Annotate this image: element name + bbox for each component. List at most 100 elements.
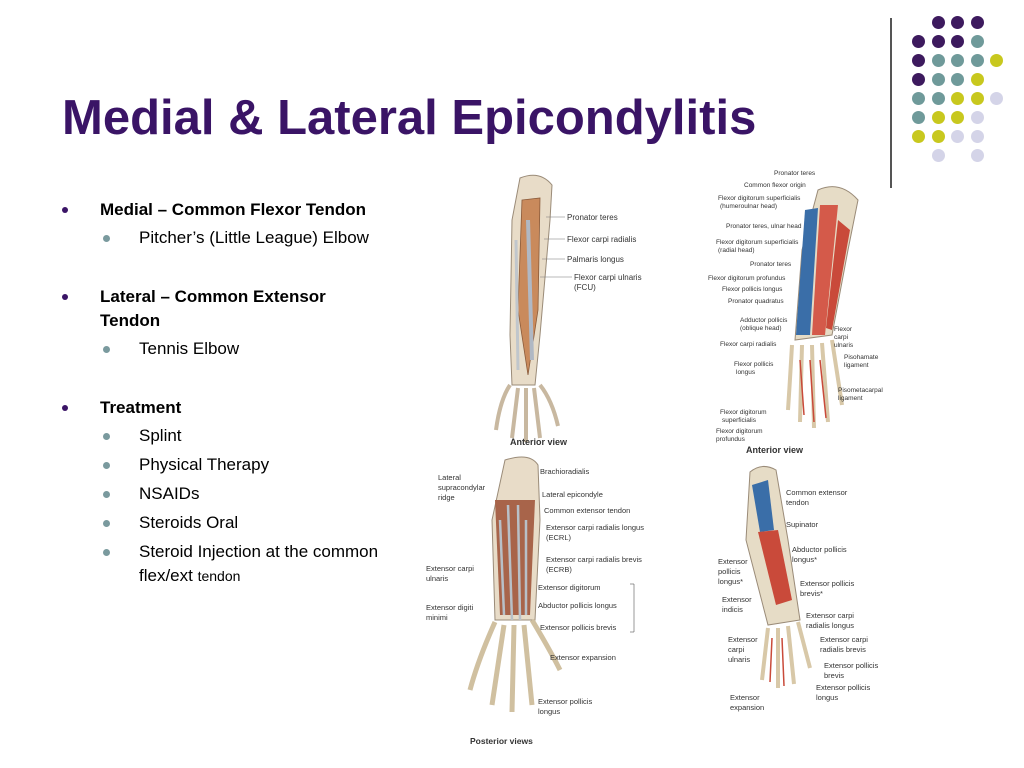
label-ecrb-abbr: (ECRB) bbox=[546, 565, 572, 574]
sub-bullet-nsaids: NSAIDs bbox=[60, 482, 390, 506]
label-epb: Extensor pollicis brevis bbox=[540, 623, 617, 632]
sub-bullet-marker bbox=[103, 491, 110, 498]
label-ecrl-2-sub: radialis longus bbox=[806, 621, 854, 630]
label-fpl: Flexor pollicis longus bbox=[722, 286, 783, 293]
label-flexor-carpi-radialis: Flexor carpi radialis bbox=[567, 235, 636, 244]
label-extensor-b: Extensor bbox=[728, 635, 758, 644]
label-extensor-indicis: Extensor bbox=[722, 595, 752, 604]
decorative-dot bbox=[951, 111, 964, 124]
label-indicis: indicis bbox=[722, 605, 743, 614]
decorative-dot bbox=[931, 73, 945, 86]
label-adductor-pollicis: Adductor pollicis bbox=[740, 317, 788, 324]
label-ridge: ridge bbox=[438, 493, 455, 502]
label-fpl-2: Flexor pollicis bbox=[734, 361, 774, 368]
sub-bullet-marker bbox=[103, 549, 110, 556]
caption-posterior-views: Posterior views bbox=[470, 736, 533, 746]
decorative-dot bbox=[990, 92, 1003, 105]
decorative-dot bbox=[912, 111, 925, 124]
label-ecrl-2: Extensor carpi bbox=[806, 611, 854, 620]
sub-bullet-text: Steroids Oral bbox=[139, 513, 239, 532]
label-pollicis-a: pollicis bbox=[718, 567, 741, 576]
label-lateral: Lateral bbox=[438, 473, 461, 482]
sub-bullet-pitchers-elbow: Pitcher’s (Little League) Elbow bbox=[60, 226, 390, 250]
label-fds-2-sub: superficialis bbox=[722, 417, 757, 424]
sub-bullet-steroid-injection: Steroid Injection at the common flex/ext… bbox=[60, 540, 390, 588]
label-minimi: minimi bbox=[426, 613, 448, 622]
label-extensor-digiti: Extensor digiti bbox=[426, 603, 473, 612]
label-pronator-quadratus: Pronator quadratus bbox=[728, 298, 784, 305]
label-extensor-expansion: Extensor expansion bbox=[550, 653, 616, 662]
bullet-medial: Medial – Common Flexor Tendon bbox=[60, 198, 390, 222]
bullet-lateral: Lateral – Common Extensor Tendon bbox=[60, 285, 390, 333]
label-common-extensor: Common extensor bbox=[786, 488, 848, 497]
label-ecrl: Extensor carpi radialis longus bbox=[546, 523, 644, 532]
label-ecrl-abbr: (ECRL) bbox=[546, 533, 572, 542]
sub-bullet-marker bbox=[103, 346, 110, 353]
label-fdp-2: Flexor digitorum bbox=[716, 428, 763, 435]
label-extensor-c: Extensor bbox=[730, 693, 760, 702]
sub-bullet-marker bbox=[103, 462, 110, 469]
label-fdp-2-sub: profundus bbox=[716, 436, 746, 443]
decorative-dot bbox=[912, 130, 925, 143]
decorative-dot bbox=[970, 35, 984, 48]
label-brachioradialis: Brachioradialis bbox=[540, 467, 589, 476]
label-pisohamate-sub: ligament bbox=[844, 362, 869, 369]
label-epb-2-sub: brevis* bbox=[800, 589, 823, 598]
label-epl-sub: longus bbox=[538, 707, 560, 716]
sub-bullet-text: Physical Therapy bbox=[139, 455, 270, 474]
label-epb-3: Extensor pollicis bbox=[824, 661, 878, 670]
label-palmaris-longus: Palmaris longus bbox=[567, 255, 624, 264]
bullet-text: Treatment bbox=[100, 398, 182, 417]
bullet-text: Lateral – Common Extensor Tendon bbox=[100, 287, 326, 330]
label-extensor-digitorum: Extensor digitorum bbox=[538, 583, 601, 592]
sub-bullet-marker bbox=[103, 235, 110, 242]
label-common-extensor-sub: tendon bbox=[786, 498, 809, 507]
label-fds-humeroulnar-sub: (humeroulnar head) bbox=[720, 203, 777, 210]
decorative-dot bbox=[970, 111, 984, 124]
sub-bullet-text: NSAIDs bbox=[139, 484, 200, 503]
label-epb-3-sub: brevis bbox=[824, 671, 844, 680]
label-fds-humeroulnar: Flexor digitorum superficialis bbox=[718, 195, 801, 202]
decorative-dot bbox=[912, 73, 925, 86]
label-common-flexor-origin: Common flexor origin bbox=[744, 182, 806, 189]
label-fds-2: Flexor digitorum bbox=[720, 409, 767, 416]
label-fpl-2-sub: longus bbox=[736, 369, 756, 376]
bullet-treatment: Treatment bbox=[60, 396, 390, 420]
label-pronator-teres-3: Pronator teres bbox=[750, 261, 792, 268]
decorative-dot bbox=[931, 149, 945, 162]
label-lateral-epicondyle: Lateral epicondyle bbox=[542, 490, 603, 499]
label-epl-3: Extensor pollicis bbox=[816, 683, 870, 692]
decorative-dot bbox=[951, 73, 964, 86]
bullet-marker bbox=[62, 294, 68, 300]
decorative-dot bbox=[931, 111, 945, 124]
decorative-dot bbox=[970, 130, 984, 143]
sub-bullet-text: Tennis Elbow bbox=[139, 339, 240, 358]
sub-bullet-text: Steroid Injection at the common flex/ext bbox=[139, 542, 379, 585]
forearm-anatomy-figure: Pronator teres Flexor carpi radialis Pal… bbox=[400, 160, 910, 750]
decorative-dot bbox=[970, 16, 984, 29]
decorative-dot bbox=[970, 73, 984, 86]
label-fcu-abbr: (FCU) bbox=[574, 283, 596, 292]
label-epb-2: Extensor pollicis bbox=[800, 579, 854, 588]
label-apl-2-sub: longus* bbox=[792, 555, 817, 564]
decorative-dot bbox=[912, 54, 925, 67]
label-fds-radial: Flexor digitorum superficialis bbox=[716, 239, 799, 246]
decorative-dot bbox=[912, 92, 925, 105]
anterior-superficial-illustration: Pronator teres Flexor carpi radialis Pal… bbox=[494, 174, 642, 447]
label-longus-a: longus* bbox=[718, 577, 743, 586]
label-fcu-2-a: carpi bbox=[834, 334, 848, 341]
sub-bullet-tail: tendon bbox=[197, 568, 241, 584]
anterior-deep-illustration: Pronator teres Common flexor origin Flex… bbox=[708, 170, 883, 455]
label-ecu-sub: ulnaris bbox=[426, 574, 448, 583]
label-expansion-c: expansion bbox=[730, 703, 764, 712]
label-ecrb: Extensor carpi radialis brevis bbox=[546, 555, 642, 564]
sub-bullet-steroids-oral: Steroids Oral bbox=[60, 511, 390, 535]
label-ecrb-2-sub: radialis brevis bbox=[820, 645, 866, 654]
title-divider bbox=[890, 18, 892, 188]
label-fcu: Flexor carpi ulnaris bbox=[574, 273, 642, 282]
label-apl-2: Abductor pollicis bbox=[792, 545, 847, 554]
sub-bullet-splint: Splint bbox=[60, 424, 390, 448]
decorative-dot bbox=[931, 130, 945, 143]
label-extensor-a: Extensor bbox=[718, 557, 748, 566]
decorative-dot bbox=[912, 35, 925, 48]
